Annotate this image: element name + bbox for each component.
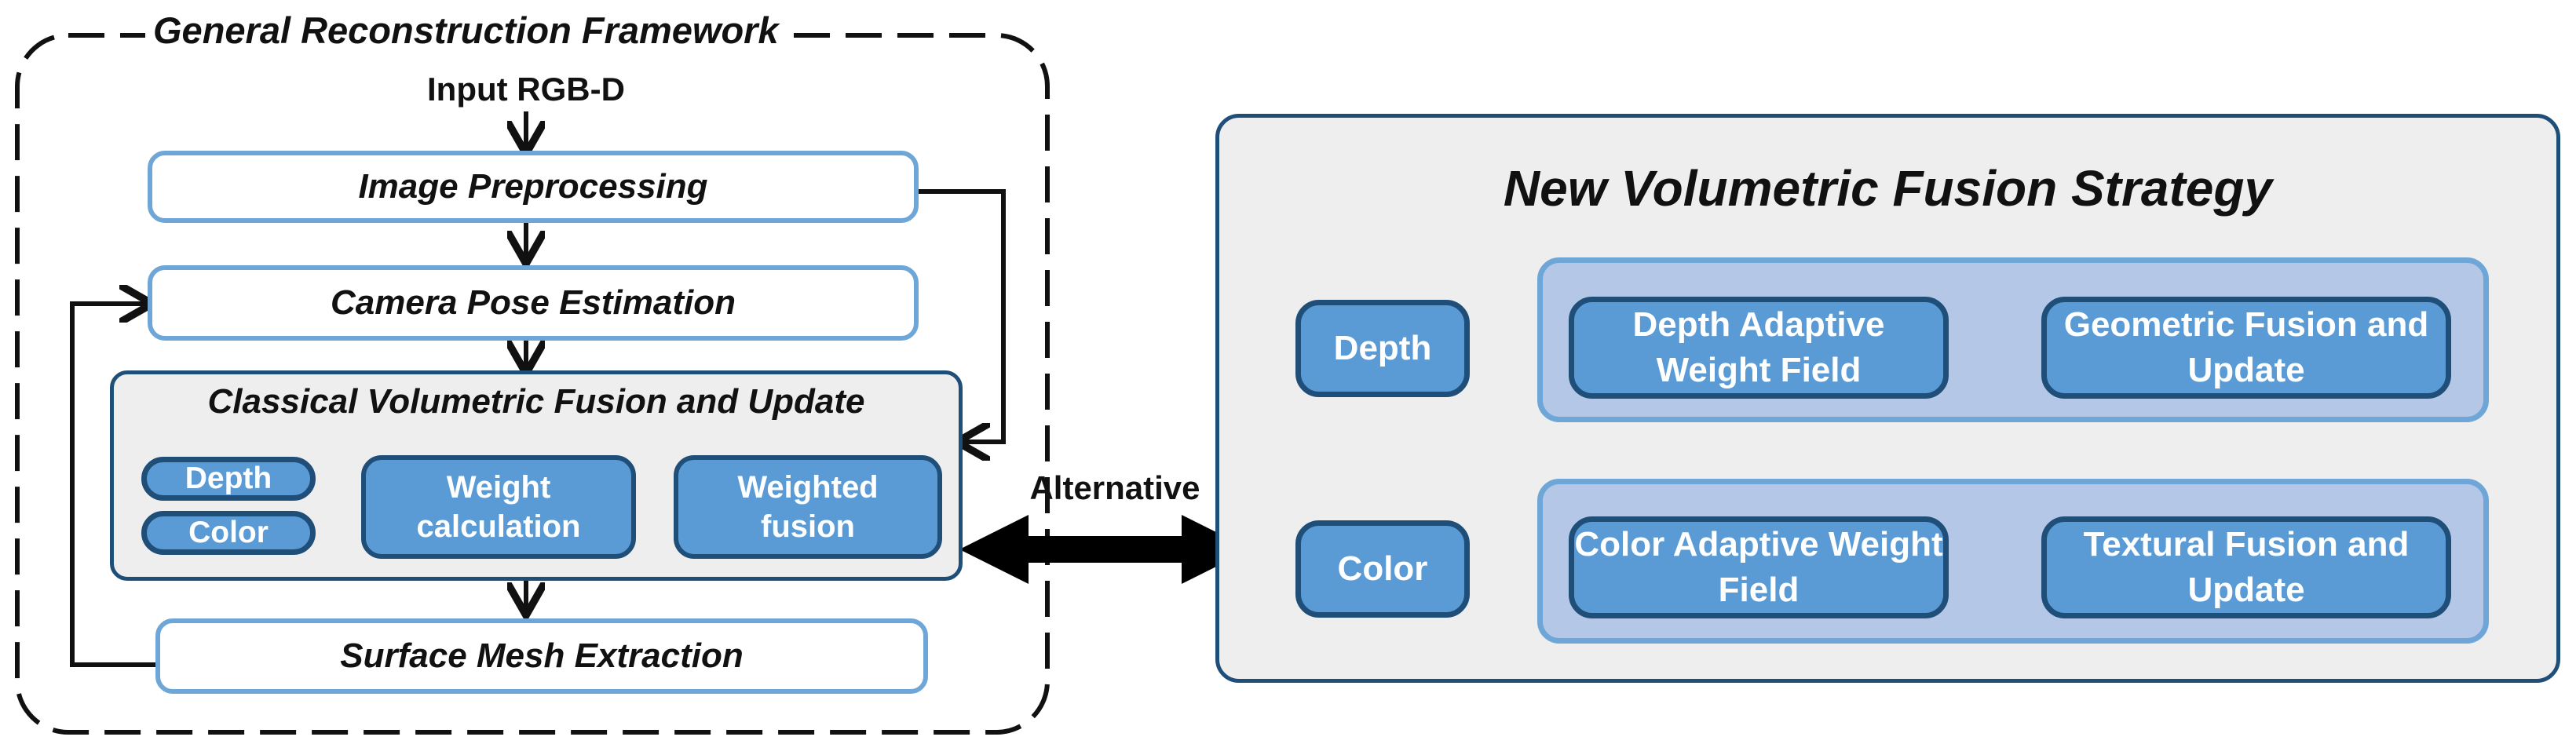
color-adaptive-weight-label: Color Adaptive Weight Field <box>1574 524 1943 609</box>
classical-color-input: Color <box>141 511 316 555</box>
framework-frame <box>15 33 1050 735</box>
alternative-label: Alternative <box>1029 469 1200 506</box>
camera-pose-box: Camera Pose Estimation <box>148 265 919 341</box>
surface-mesh-label: Surface Mesh Extraction <box>340 636 744 675</box>
depth-adaptive-weight-box: Depth Adaptive Weight Field <box>1569 297 1949 399</box>
new-strategy-title: New Volumetric Fusion Strategy <box>1503 160 2273 217</box>
depth-adaptive-weight-label: Depth Adaptive Weight Field <box>1632 305 1885 389</box>
geometric-fusion-label: Geometric Fusion and Update <box>2063 305 2429 389</box>
classical-depth-input: Depth <box>141 457 316 501</box>
weighted-fusion-box: Weighted fusion <box>674 455 942 559</box>
alternative-double-arrow <box>959 515 1251 584</box>
new-color-input: Color <box>1295 520 1470 618</box>
weighted-fusion-label: Weighted fusion <box>737 470 879 544</box>
weight-calculation-label: Weight calculation <box>416 470 581 544</box>
textural-fusion-box: Textural Fusion and Update <box>2041 516 2451 618</box>
color-adaptive-weight-box: Color Adaptive Weight Field <box>1569 516 1949 618</box>
loop-mesh-to-pose <box>70 304 157 667</box>
geometric-fusion-box: Geometric Fusion and Update <box>2041 297 2451 399</box>
framework-title: General Reconstruction Framework <box>145 6 787 53</box>
classical-fusion-title: Classical Volumetric Fusion and Update <box>207 382 865 421</box>
textural-fusion-label: Textural Fusion and Update <box>2083 524 2410 609</box>
camera-pose-label: Camera Pose Estimation <box>331 283 736 322</box>
weight-calculation-box: Weight calculation <box>361 455 636 559</box>
surface-mesh-box: Surface Mesh Extraction <box>155 618 928 694</box>
bypass-preprocessing-to-fusion <box>919 189 1006 442</box>
image-preprocessing-box: Image Preprocessing <box>148 151 919 223</box>
input-rgbd-label: Input RGB-D <box>427 71 625 108</box>
image-preprocessing-label: Image Preprocessing <box>358 167 708 206</box>
new-depth-input: Depth <box>1295 300 1470 397</box>
